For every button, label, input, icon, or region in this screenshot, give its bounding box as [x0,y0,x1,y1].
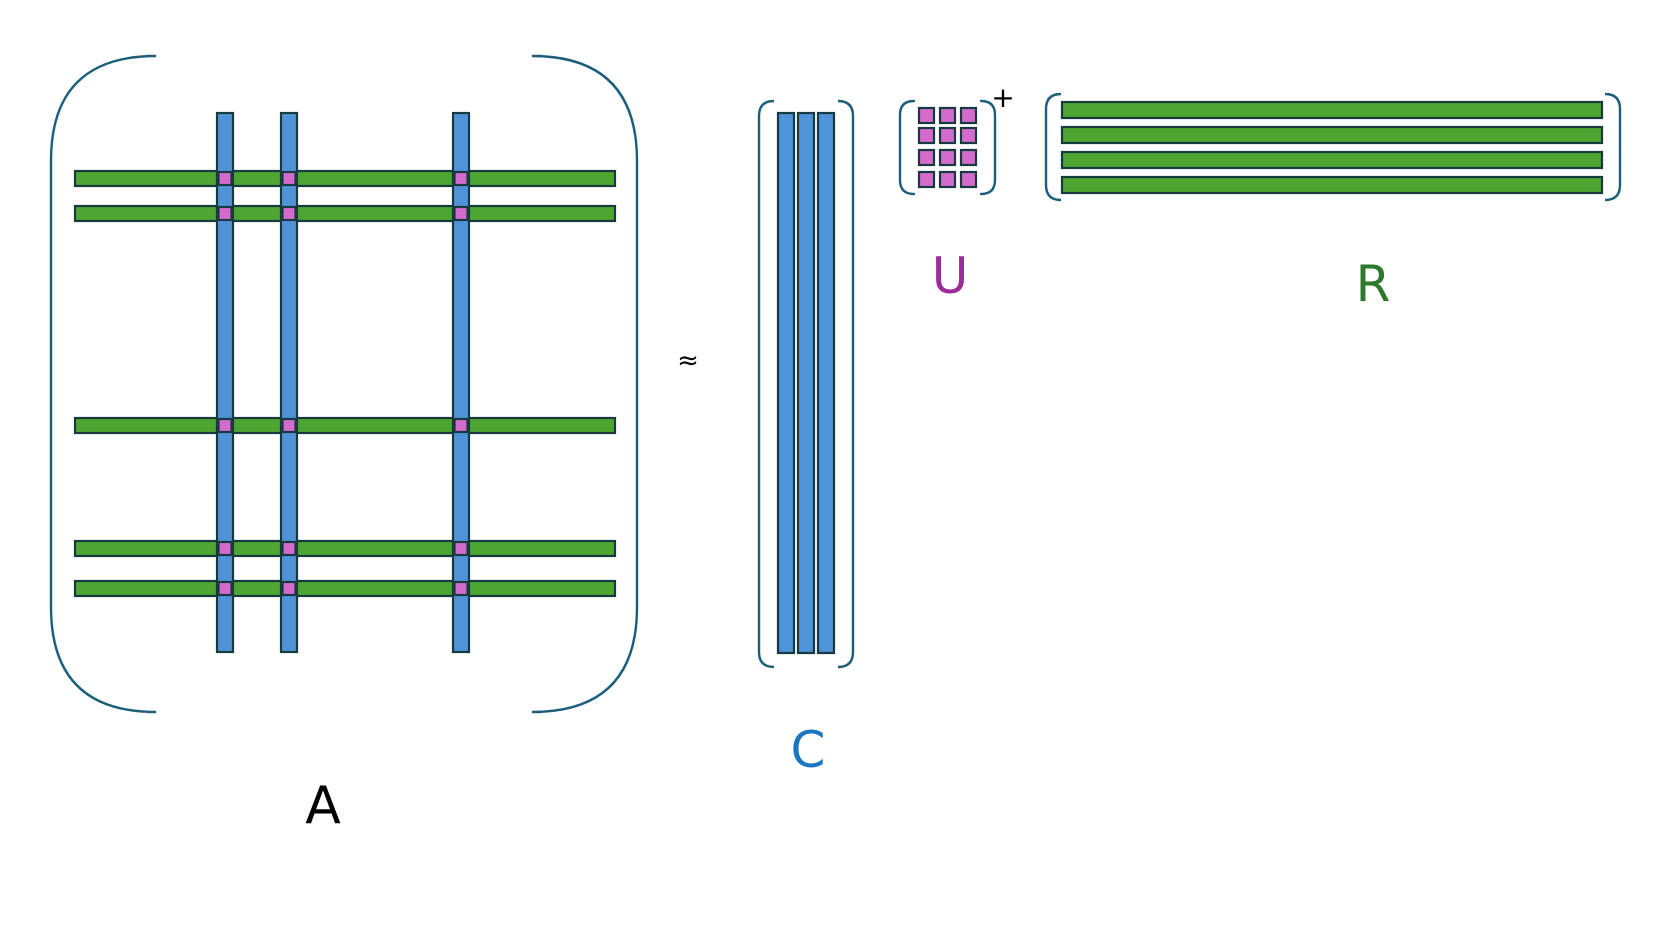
matrix-a-left-bracket [49,54,157,714]
matrix-a-intersection-cell [217,580,233,597]
matrix-r-row [1060,175,1604,195]
matrix-a-selected-row [73,169,617,188]
matrix-u-label: U [931,247,969,305]
matrix-u-left-bracket [898,99,916,196]
matrix-a-intersection-cell [217,205,233,222]
matrix-c-column [816,111,836,655]
matrix-u-right-bracket [979,99,997,196]
matrix-c-left-bracket [757,99,775,669]
matrix-a-intersection-cell [281,540,297,557]
matrix-r-row [1060,125,1604,145]
matrix-a-intersection-cell [281,580,297,597]
matrix-u-cell [917,126,936,145]
matrix-a-selected-row [73,416,617,435]
matrix-a-selected-column [451,111,471,654]
matrix-c-column [796,111,816,655]
matrix-u-cell [959,106,978,125]
matrix-r-right-bracket [1604,92,1622,202]
pseudo-inverse-symbol: + [991,81,1015,114]
matrix-u-cell [959,126,978,145]
matrix-u-cell [938,170,957,189]
matrix-a-intersection-cell [217,170,233,187]
matrix-a-selected-row [73,579,617,598]
matrix-a-intersection-cell [217,540,233,557]
approx-symbol: ≈ [677,346,699,376]
matrix-u [898,99,997,196]
matrix-a [73,111,617,654]
matrix-u-cell [959,148,978,167]
matrix-a-intersection-cell [453,580,469,597]
matrix-a-intersection-cell [453,417,469,434]
matrix-a-intersection-cell [453,540,469,557]
matrix-r-row [1060,100,1604,120]
matrix-a-selected-column [215,111,235,654]
matrix-u-cell [917,170,936,189]
matrix-a-brackets [49,54,639,714]
matrix-c-label: C [790,721,826,779]
matrix-u-cell [917,148,936,167]
matrix-c [757,99,855,669]
matrix-a-intersection-cell [281,170,297,187]
matrix-a-selected-row [73,204,617,223]
matrix-r-label: R [1355,255,1391,313]
matrix-a-intersection-cell [281,417,297,434]
matrix-r [1044,92,1622,202]
matrix-r-row [1060,150,1604,170]
matrix-u-cell [917,106,936,125]
matrix-a-selected-column [279,111,299,654]
matrix-a-intersection-cell [453,170,469,187]
matrix-c-right-bracket [837,99,855,669]
matrix-a-label: A [305,776,341,836]
matrix-a-right-bracket [531,54,639,714]
matrix-u-cell [959,170,978,189]
matrix-a-selected-row [73,539,617,558]
matrix-a-intersection-cell [453,205,469,222]
matrix-r-left-bracket [1044,92,1062,202]
matrix-c-column [776,111,796,655]
matrix-u-cell [938,126,957,145]
matrix-a-intersection-cell [281,205,297,222]
matrix-u-cell [938,148,957,167]
matrix-a-intersection-cell [217,417,233,434]
matrix-u-cell [938,106,957,125]
